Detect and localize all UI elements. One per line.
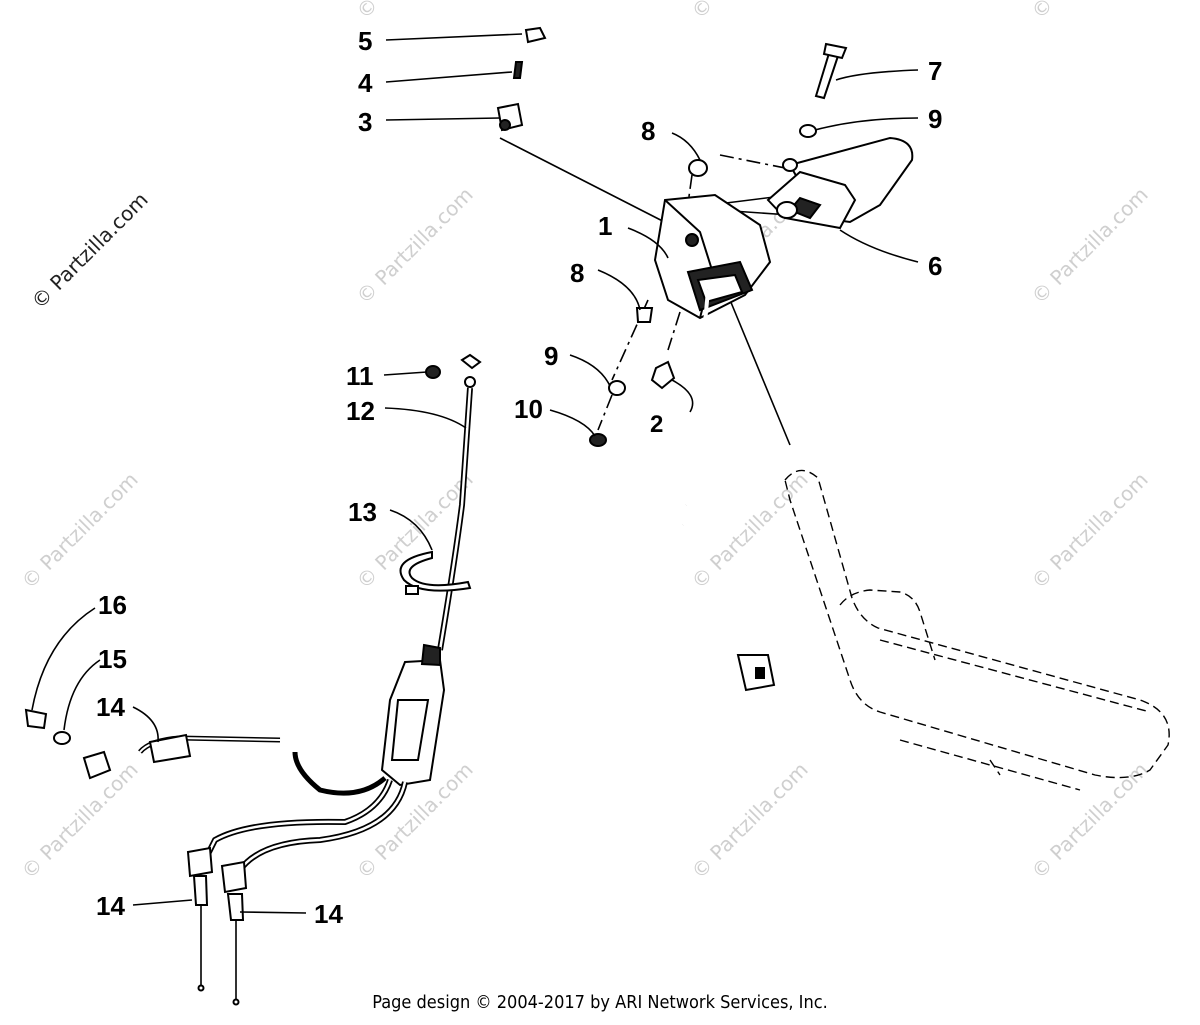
callout-9-upper: 9	[928, 104, 942, 134]
bolt-and-washers	[688, 42, 848, 177]
cable-fittings	[24, 708, 248, 1006]
watermark: © Partzilla.com	[352, 182, 478, 308]
watermark: © Partzilla.com	[687, 757, 813, 883]
watermark: © Partzilla.com	[17, 757, 143, 883]
callout-8-lower: 8	[570, 258, 584, 288]
page-footer: Page design © 2004-2017 by ARI Network S…	[372, 992, 828, 1013]
watermark: © Partzilla.com	[687, 0, 813, 24]
callout-14-upper: 14	[96, 692, 125, 722]
callout-labels: 5 4 3 7 9 8 1 6 8 9 10 2 11 12 13 16 15 …	[96, 26, 942, 929]
callout-8-upper: 8	[641, 116, 655, 146]
throttle-housing	[653, 193, 772, 320]
watermark: © Partzilla.com	[687, 467, 813, 593]
callout-6: 6	[928, 251, 942, 281]
switch-hardware	[496, 26, 547, 132]
watermark: © Partzilla.com	[1027, 0, 1153, 24]
watermark: © Partzilla.com	[17, 0, 143, 9]
callout-2: 2	[650, 411, 663, 438]
callout-1: 1	[598, 211, 612, 241]
callout-10: 10	[514, 394, 543, 424]
callout-9-lower: 9	[544, 341, 558, 371]
callout-12: 11	[346, 361, 374, 391]
assembly-lines	[499, 137, 796, 446]
callout-16: 16	[98, 590, 127, 620]
callout-4: 4	[358, 68, 373, 98]
watermark: © Partzilla.com	[1027, 182, 1153, 308]
handlebar-outline	[784, 469, 1170, 791]
callout-15: 15	[98, 644, 127, 674]
callout-14-left: 14	[96, 891, 125, 921]
throttle-lever	[766, 136, 914, 230]
wire-harness	[678, 289, 776, 692]
callout-leaders	[31, 33, 919, 914]
callout-14-right: 14	[314, 899, 343, 929]
watermark: © Partzilla.com	[1027, 467, 1153, 593]
callout-7: 7	[928, 56, 942, 86]
watermark-dark: © Partzilla.com	[27, 187, 153, 313]
watermark: © Partzilla.com	[17, 467, 143, 593]
callout-3: 3	[358, 107, 372, 137]
hose-clamp	[399, 550, 472, 595]
callout-13: 13	[348, 497, 377, 527]
callout-5: 5	[358, 26, 372, 56]
callout-11: 12	[346, 396, 375, 426]
throttle-cable	[425, 353, 482, 651]
watermark: © Partzilla.com	[352, 0, 478, 24]
lower-hardware	[589, 307, 676, 447]
